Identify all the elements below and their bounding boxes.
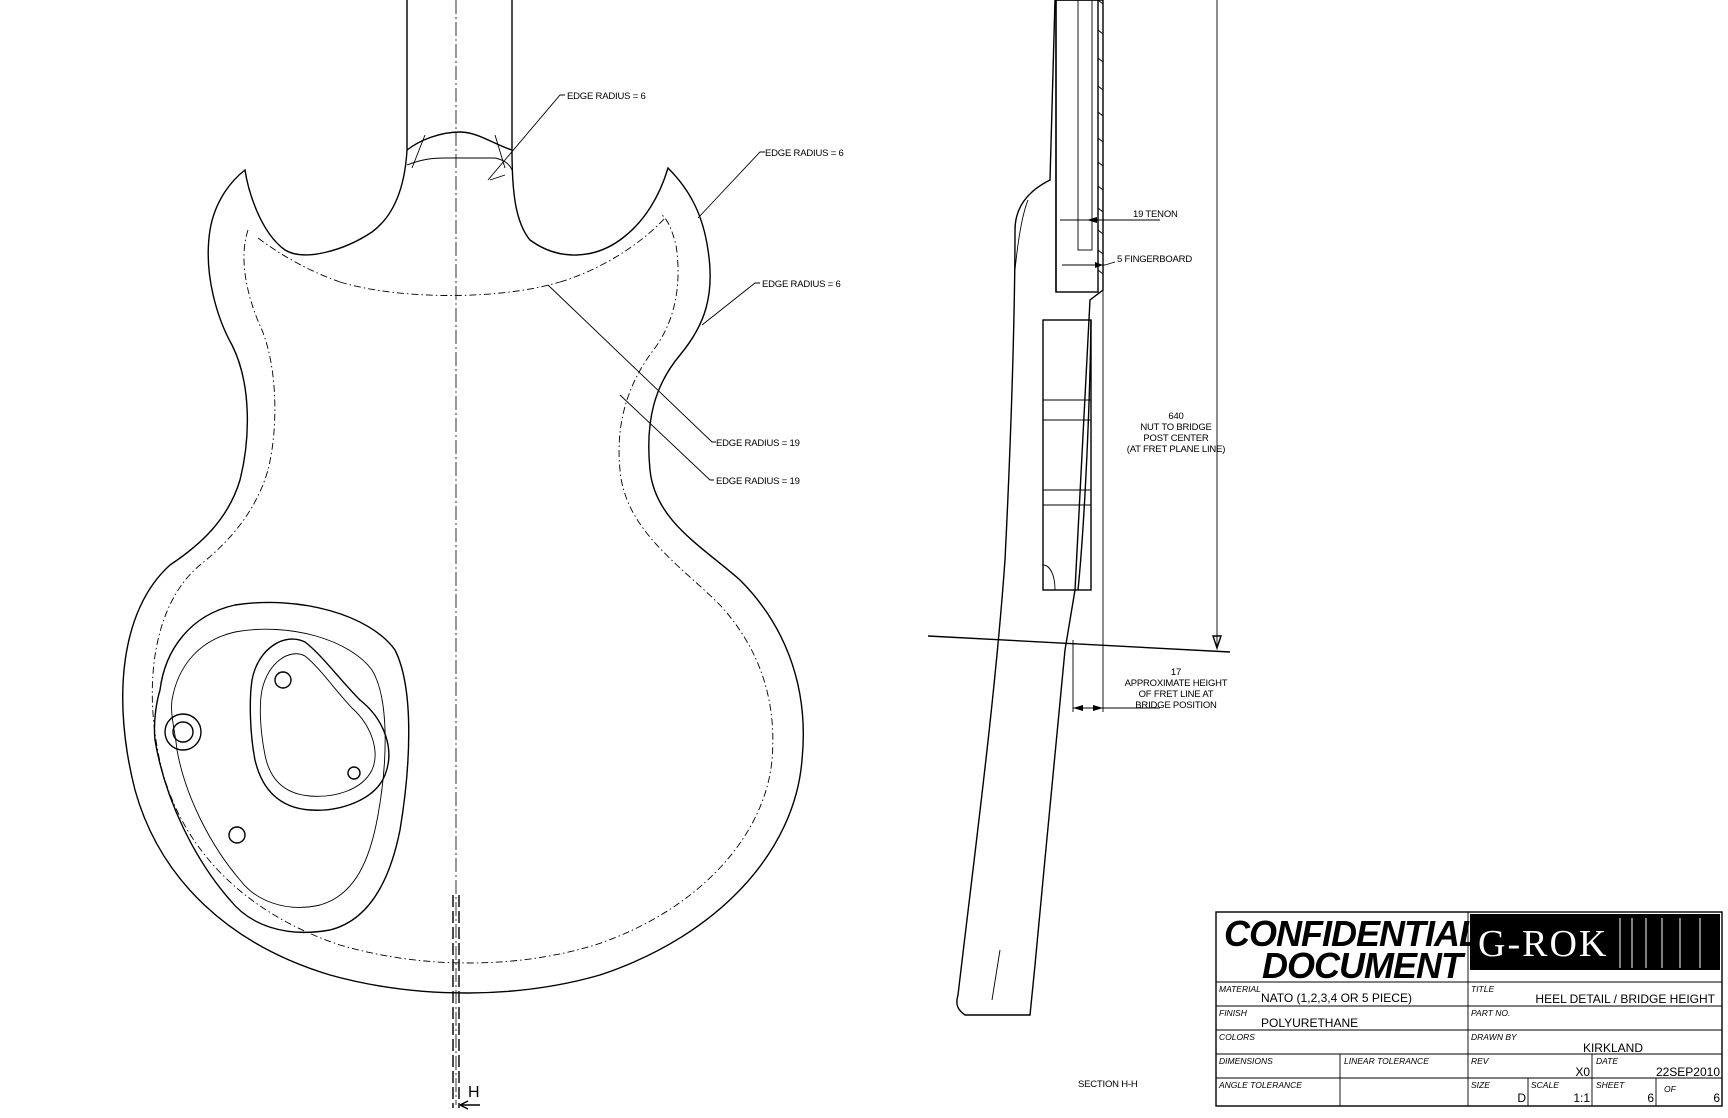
logo-box	[1470, 914, 1720, 970]
svg-text:POST CENTER: POST CENTER	[1143, 433, 1209, 444]
date-value: 22SEP2010	[1656, 1065, 1720, 1079]
dimensions-label: DIMENSIONS	[1219, 1056, 1273, 1066]
section-title: SECTION H-H	[1078, 1079, 1138, 1090]
drawn-by-label: DRAWN BY	[1471, 1032, 1518, 1042]
edge-radius-label: EDGE RADIUS = 6	[567, 91, 646, 102]
angle-tolerance-label: ANGLE TOLERANCE	[1218, 1080, 1302, 1090]
linear-tolerance-label: LINEAR TOLERANCE	[1344, 1056, 1429, 1066]
svg-text:APPROXIMATE HEIGHT: APPROXIMATE HEIGHT	[1125, 678, 1228, 689]
confidential-text: CONFIDENTIAL	[1224, 913, 1480, 954]
section-body	[956, 0, 1104, 1016]
svg-text:17: 17	[1171, 667, 1181, 678]
company-logo: G-ROK	[1478, 923, 1608, 965]
drawn-by-value: KIRKLAND	[1583, 1041, 1643, 1055]
finish-value: POLYURETHANE	[1261, 1016, 1358, 1030]
nut-to-bridge-dim: 640 NUT TO BRIDGE POST CENTER (AT FRET P…	[1127, 411, 1226, 455]
finish-label: FINISH	[1219, 1008, 1248, 1018]
of-label: OF	[1664, 1084, 1677, 1094]
scale-label: SCALE	[1531, 1080, 1559, 1090]
pot-hole	[347, 766, 361, 780]
edge-radius-label: EDGE RADIUS = 6	[762, 279, 841, 290]
sheet-label: SHEET	[1596, 1080, 1625, 1090]
output-jack	[164, 713, 202, 751]
edge-radius-label: EDGE RADIUS = 6	[765, 148, 844, 159]
material-value: NATO (1,2,3,4 OR 5 PIECE)	[1261, 991, 1412, 1005]
title-block: G-ROK CONFIDENTIAL DOCUMENT MATERIAL NAT…	[1215, 911, 1723, 1107]
of-value: 6	[1713, 1091, 1720, 1105]
fingerboard-label: 5 FINGERBOARD	[1117, 254, 1192, 265]
svg-text:BRIDGE POSITION: BRIDGE POSITION	[1135, 700, 1217, 711]
svg-text:640: 640	[1168, 411, 1183, 422]
title-value: HEEL DETAIL / BRIDGE HEIGHT	[1535, 992, 1715, 1006]
date-label: DATE	[1596, 1056, 1618, 1066]
svg-text:NUT TO BRIDGE: NUT TO BRIDGE	[1140, 422, 1211, 433]
section-marker: H	[468, 1084, 480, 1101]
sheet-value: 6	[1647, 1091, 1654, 1105]
heel-cap	[406, 131, 513, 151]
fret-height-dim: 17 APPROXIMATE HEIGHT OF FRET LINE AT BR…	[1125, 667, 1228, 711]
title-label: TITLE	[1471, 984, 1494, 994]
pot-hole	[228, 826, 246, 844]
tenon-label: 19 TENON	[1133, 209, 1178, 220]
material-label: MATERIAL	[1219, 984, 1261, 994]
body-outline	[122, 149, 804, 994]
output-jack-inner	[172, 721, 194, 743]
size-value: D	[1517, 1091, 1526, 1105]
pickup-cavity	[1042, 319, 1092, 591]
confidential-text: DOCUMENT	[1262, 945, 1466, 986]
scale-value: 1:1	[1573, 1091, 1590, 1105]
control-cavity	[153, 601, 410, 934]
rev-label: REV	[1471, 1056, 1490, 1066]
guitar-body-view: H EDGE RADIUS = 6 EDGE RADIUS = 6 EDGE R…	[122, 0, 844, 1110]
rev-value: X0	[1575, 1065, 1590, 1079]
colors-label: COLORS	[1219, 1032, 1255, 1042]
edge-radius-label: EDGE RADIUS = 19	[716, 438, 800, 449]
svg-text:OF FRET LINE AT: OF FRET LINE AT	[1139, 689, 1214, 700]
pot-hole	[274, 671, 292, 689]
size-label: SIZE	[1471, 1080, 1490, 1090]
part-no-label: PART NO.	[1471, 1008, 1510, 1018]
svg-text:(AT FRET PLANE LINE): (AT FRET PLANE LINE)	[1127, 444, 1225, 455]
edge-radius-label: EDGE RADIUS = 19	[716, 476, 800, 487]
inner-radius-outline	[151, 214, 774, 964]
section-view: 19 TENON 5 FINGERBOARD 640 NUT TO BRIDGE…	[927, 0, 1231, 1090]
